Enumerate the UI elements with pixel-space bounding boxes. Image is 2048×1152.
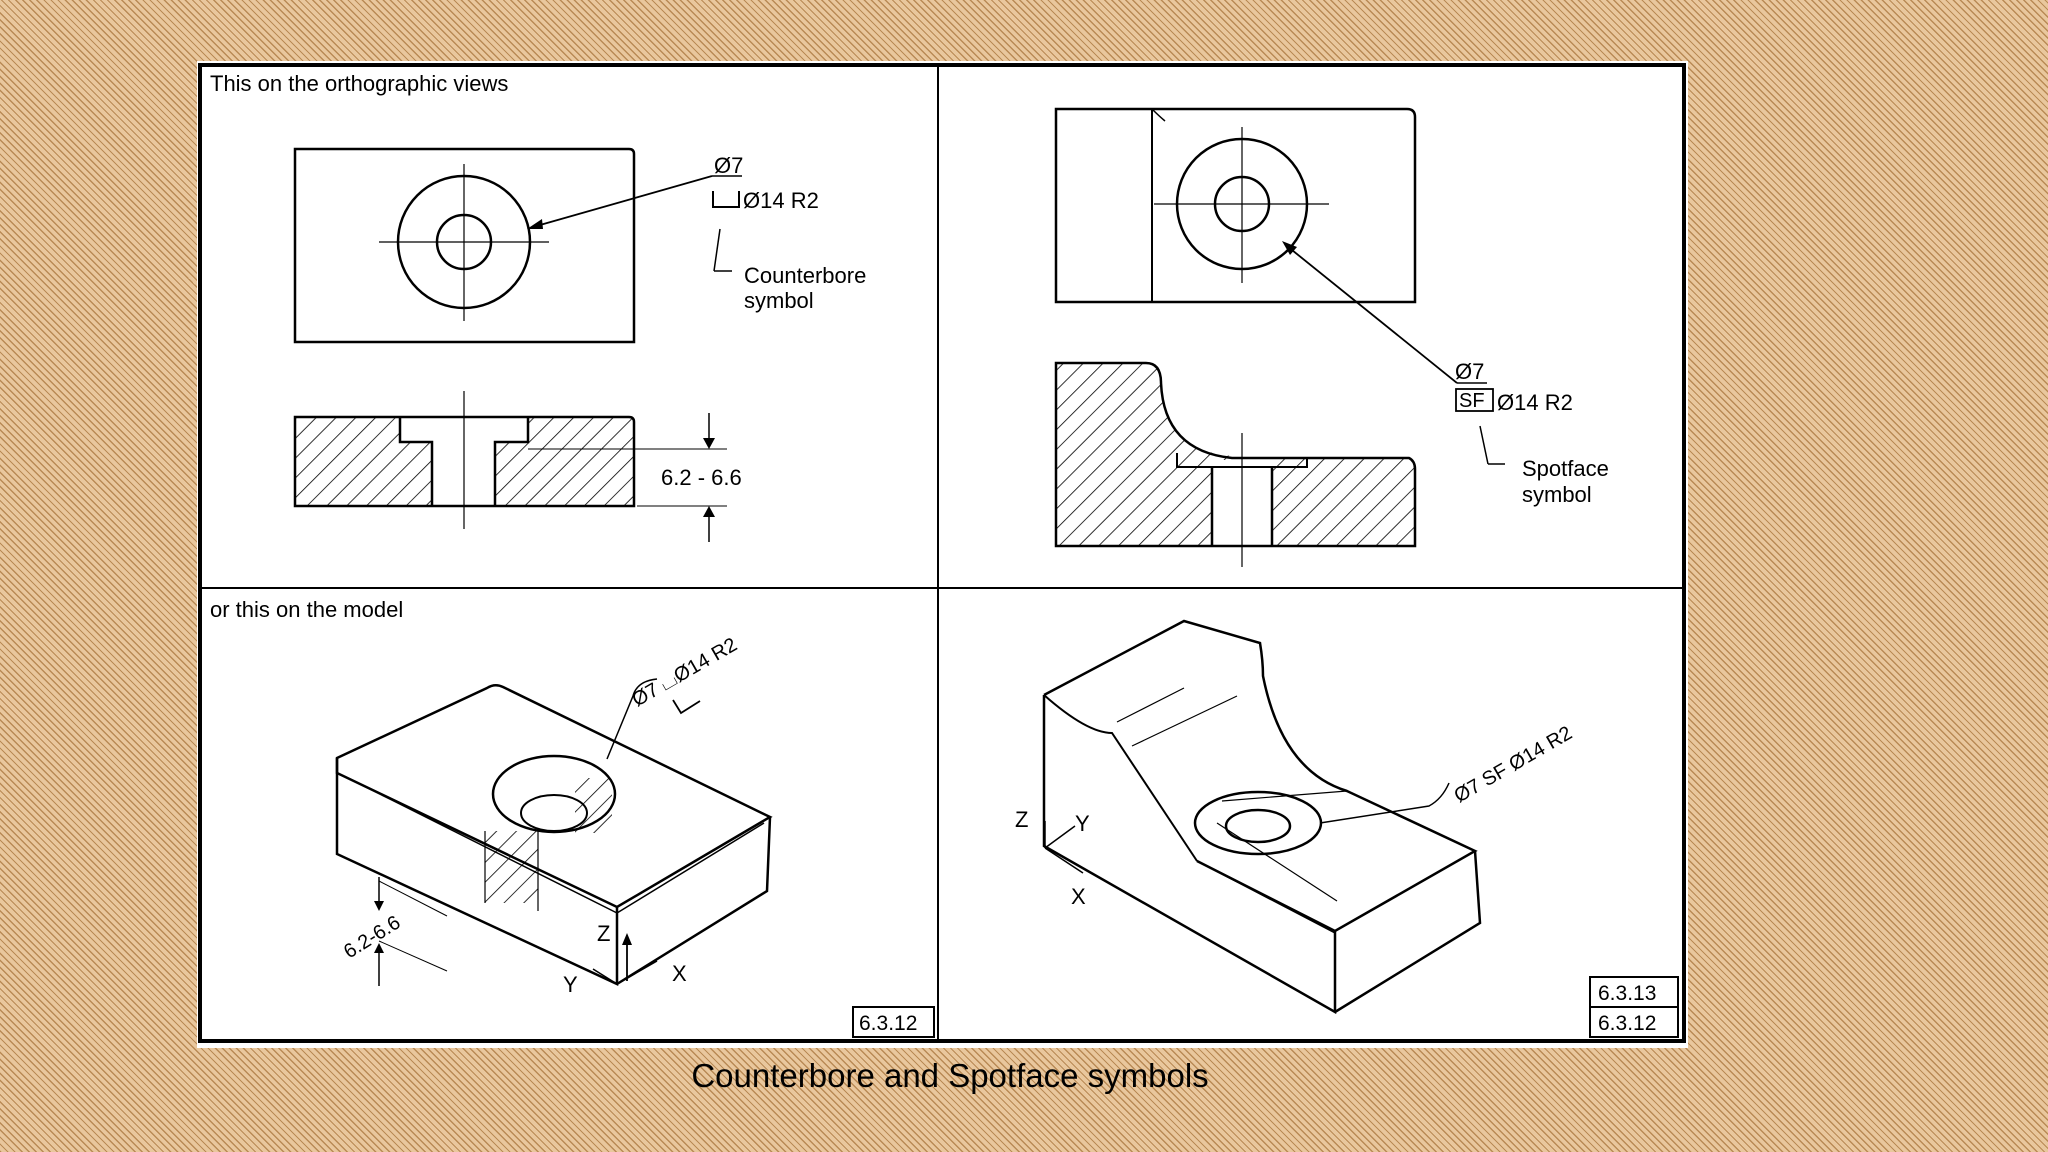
drawing-border [198, 63, 1686, 1043]
axis-x-left: X [672, 961, 687, 986]
counterbore-symbol-label: Counterbore [744, 263, 866, 288]
spotface-bore-callout: Ø14 R2 [1497, 390, 1573, 415]
spotface-symbol-label-2: symbol [1522, 482, 1592, 507]
counterbore-leader [527, 175, 742, 272]
counterbore-iso-depth: 6.2-6.6 [340, 912, 404, 964]
counterbore-hole-callout: Ø7 [714, 153, 743, 178]
figure-ref-right-bottom: 6.3.12 [1598, 1012, 1656, 1035]
spotface-iso-callout: Ø7 SF Ø14 R2 [1451, 722, 1577, 807]
figure-ref-right-top: 6.3.13 [1598, 982, 1656, 1005]
counterbore-isometric [335, 678, 773, 986]
axis-y-left: Y [563, 972, 578, 997]
top-left-heading: This on the orthographic views [210, 71, 508, 96]
axis-y-right: Y [1075, 811, 1090, 836]
technical-drawing-figure: This on the orthographic views Ø7 Ø14 R2… [197, 61, 1688, 1048]
bottom-left-heading: or this on the model [210, 597, 403, 622]
counterbore-top-view [293, 147, 636, 344]
spotface-hole-callout: Ø7 [1455, 359, 1484, 384]
spotface-top-view [1054, 107, 1417, 304]
spotface-sf-box: SF [1459, 390, 1485, 412]
slide-caption: Counterbore and Spotface symbols [691, 1057, 1209, 1094]
spotface-section-view [1054, 361, 1417, 567]
figure-ref-box-left [852, 1006, 935, 1038]
counterbore-depth-dim: 6.2 - 6.6 [661, 465, 742, 490]
counterbore-bore-callout: Ø14 R2 [743, 188, 819, 213]
spotface-isometric [1042, 619, 1482, 1015]
axis-z-left: Z [597, 921, 610, 946]
spotface-symbol-label: Spotface [1522, 456, 1609, 481]
counterbore-iso-callout: Ø7 ⌴Ø14 R2 [629, 634, 741, 712]
axis-x-right: X [1071, 884, 1086, 909]
spotface-leader [1282, 241, 1505, 465]
counterbore-section-view [293, 391, 727, 542]
axis-z-right: Z [1015, 807, 1028, 832]
figure-ref-box-right-bottom [1589, 1006, 1679, 1038]
counterbore-symbol-label-2: symbol [744, 288, 814, 313]
figure-ref-left: 6.3.12 [859, 1012, 917, 1035]
